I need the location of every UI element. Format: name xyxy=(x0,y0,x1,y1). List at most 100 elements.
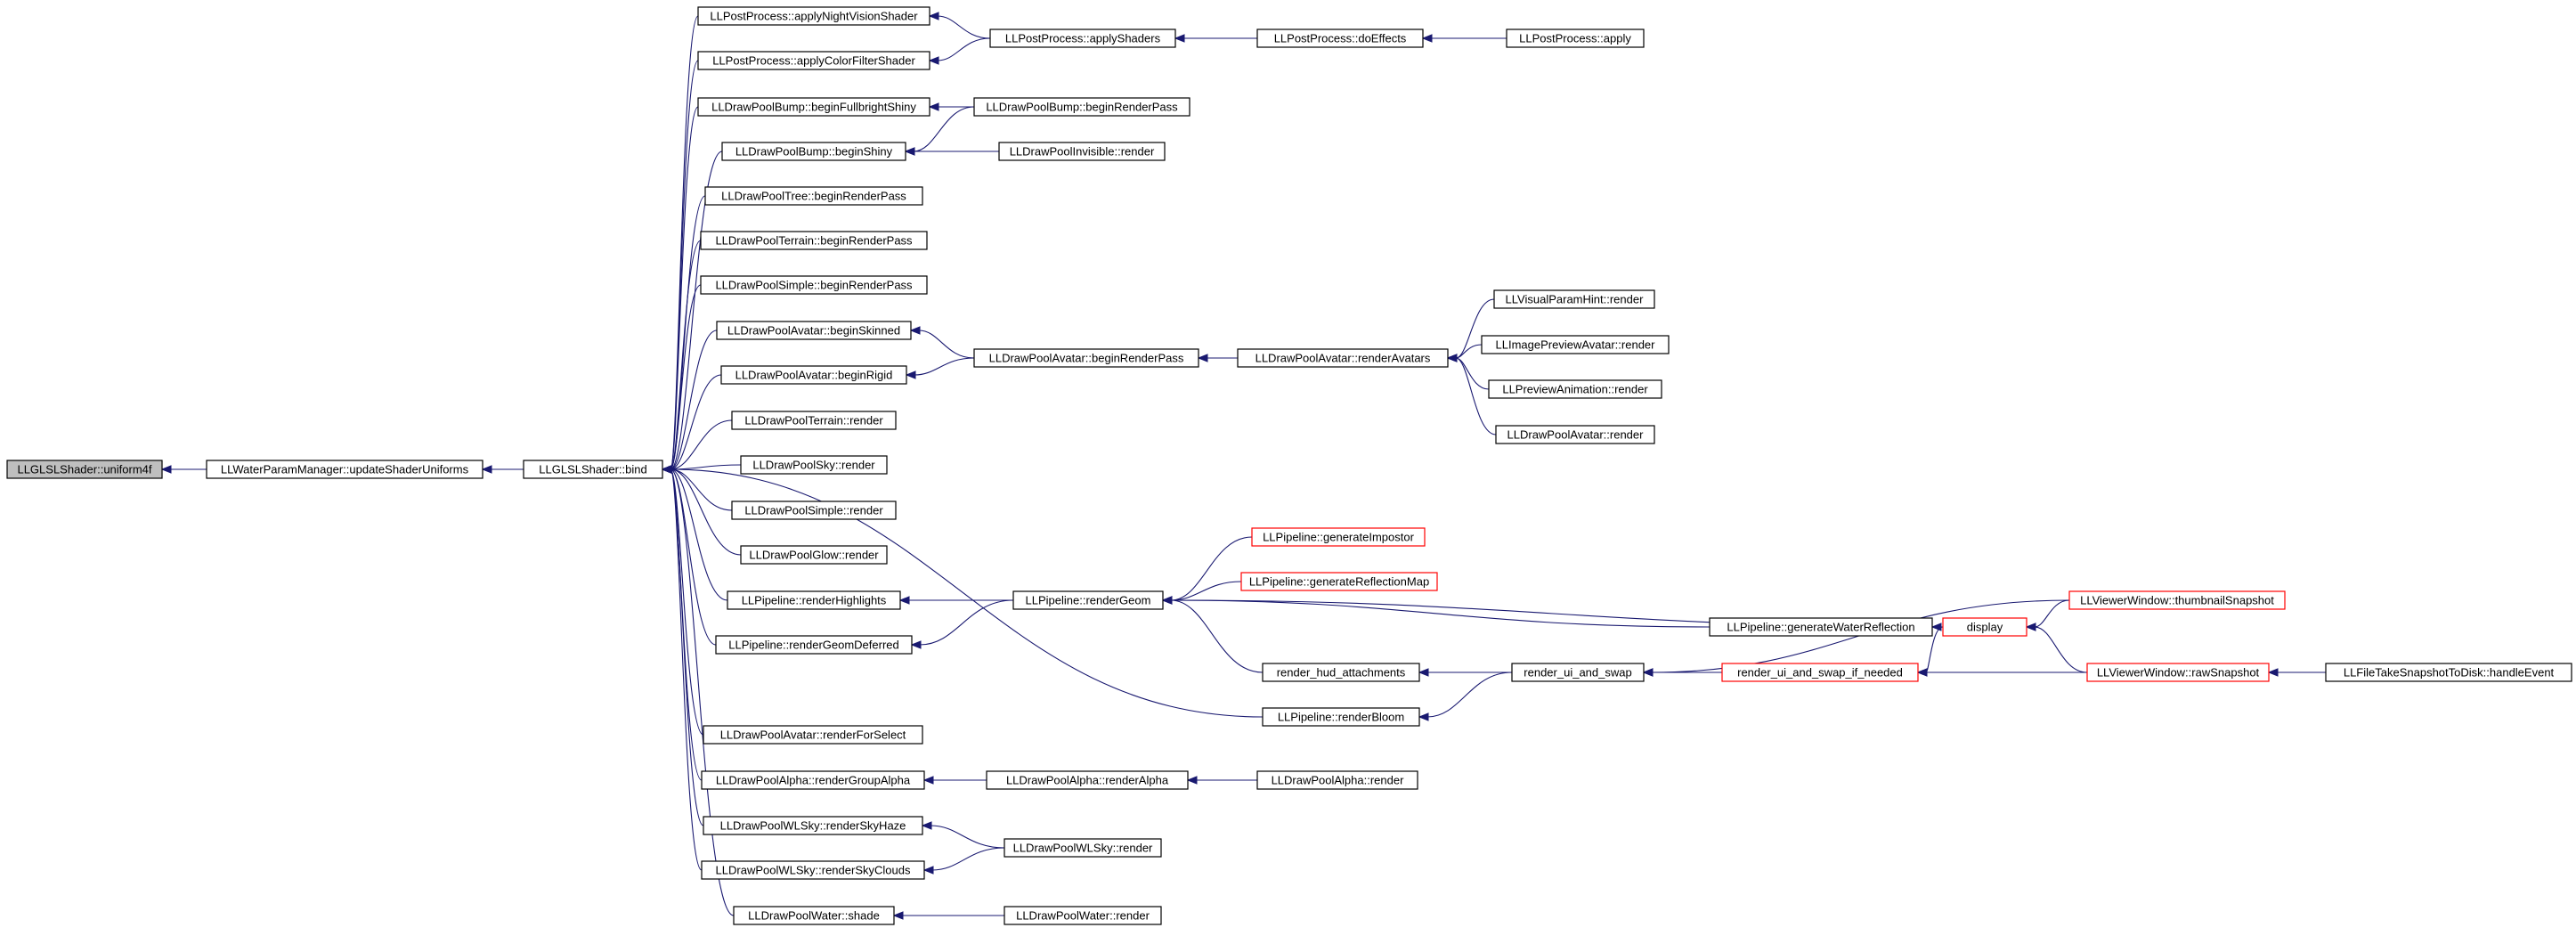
graph-node[interactable]: LLGLSLShader::bind xyxy=(523,460,663,479)
node-box[interactable] xyxy=(989,28,1176,48)
graph-node[interactable]: LLPipeline::generateImpostor xyxy=(1251,527,1426,547)
node-box[interactable] xyxy=(6,460,163,479)
graph-node[interactable]: LLWaterParamManager::updateShaderUniform… xyxy=(206,460,484,479)
node-box[interactable] xyxy=(740,545,888,565)
graph-node[interactable]: LLDrawPoolAvatar::renderForSelect xyxy=(703,725,923,745)
node-box[interactable] xyxy=(1506,28,1645,48)
node-box[interactable] xyxy=(720,365,907,385)
graph-node[interactable]: LLViewerWindow::thumbnailSnapshot xyxy=(2068,590,2286,610)
node-box[interactable] xyxy=(1942,617,2027,637)
node-box[interactable] xyxy=(973,97,1190,117)
node-box[interactable] xyxy=(973,348,1199,368)
graph-node[interactable]: LLDrawPoolSky::render xyxy=(740,455,888,475)
node-box[interactable] xyxy=(1481,335,1670,354)
graph-node[interactable]: LLGLSLShader::uniform4f xyxy=(6,460,163,479)
node-box[interactable] xyxy=(1493,289,1655,309)
graph-node[interactable]: LLPipeline::renderGeom xyxy=(1012,590,1164,610)
node-box[interactable] xyxy=(703,816,923,835)
graph-node[interactable]: LLDrawPoolAvatar::render xyxy=(1495,425,1655,444)
node-box[interactable] xyxy=(986,770,1189,790)
graph-node[interactable]: LLDrawPoolInvisible::render xyxy=(998,142,1166,161)
graph-node[interactable]: LLDrawPoolAvatar::beginSkinned xyxy=(716,321,912,340)
node-box[interactable] xyxy=(1256,770,1418,790)
graph-node[interactable]: LLDrawPoolAvatar::renderAvatars xyxy=(1237,348,1449,368)
graph-node[interactable]: LLDrawPoolAvatar::beginRenderPass xyxy=(973,348,1199,368)
node-box[interactable] xyxy=(700,275,928,295)
graph-node[interactable]: LLDrawPoolBump::beginRenderPass xyxy=(973,97,1190,117)
graph-node[interactable]: LLDrawPoolBump::beginShiny xyxy=(721,142,906,161)
node-box[interactable] xyxy=(697,97,930,117)
graph-node[interactable]: LLDrawPoolSimple::render xyxy=(731,501,897,520)
graph-node[interactable]: LLDrawPoolBump::beginFullbrightShiny xyxy=(697,97,930,117)
graph-node[interactable]: LLFileTakeSnapshotToDisk::handleEvent xyxy=(2325,663,2572,682)
graph-node[interactable]: LLPostProcess::apply xyxy=(1506,28,1645,48)
graph-node[interactable]: LLDrawPoolAlpha::renderAlpha xyxy=(986,770,1189,790)
graph-node[interactable]: render_ui_and_swap xyxy=(1511,663,1645,682)
node-box[interactable] xyxy=(731,501,897,520)
graph-node[interactable]: LLDrawPoolTree::beginRenderPass xyxy=(704,186,923,206)
node-box[interactable] xyxy=(2086,663,2270,682)
graph-node[interactable]: LLPipeline::renderHighlights xyxy=(727,590,901,610)
graph-node[interactable]: LLDrawPoolWater::render xyxy=(1004,906,1162,925)
graph-node[interactable]: render_ui_and_swap_if_needed xyxy=(1721,663,1919,682)
node-box[interactable] xyxy=(700,231,928,250)
graph-node[interactable]: LLPreviewAnimation::render xyxy=(1488,379,1662,399)
graph-node[interactable]: LLPipeline::generateWaterReflection xyxy=(1709,617,1933,637)
node-box[interactable] xyxy=(2068,590,2286,610)
node-box[interactable] xyxy=(701,770,925,790)
node-box[interactable] xyxy=(1488,379,1662,399)
graph-node[interactable]: LLPostProcess::applyShaders xyxy=(989,28,1176,48)
node-box[interactable] xyxy=(727,590,901,610)
node-box[interactable] xyxy=(1004,838,1162,858)
node-box[interactable] xyxy=(697,6,930,26)
graph-node[interactable]: LLPostProcess::applyColorFilterShader xyxy=(697,51,930,70)
graph-node[interactable]: LLPipeline::generateReflectionMap xyxy=(1240,572,1438,591)
graph-node[interactable]: render_hud_attachments xyxy=(1262,663,1420,682)
node-box[interactable] xyxy=(1709,617,1933,637)
graph-node[interactable]: LLPostProcess::applyNightVisionShader xyxy=(697,6,930,26)
graph-node[interactable]: LLDrawPoolAvatar::beginRigid xyxy=(720,365,907,385)
graph-node[interactable]: LLPipeline::renderGeomDeferred xyxy=(715,635,913,655)
node-box[interactable] xyxy=(716,321,912,340)
node-box[interactable] xyxy=(1240,572,1438,591)
graph-node[interactable]: LLDrawPoolAlpha::render xyxy=(1256,770,1418,790)
node-box[interactable] xyxy=(523,460,663,479)
node-box[interactable] xyxy=(701,860,925,880)
graph-node[interactable]: LLDrawPoolGlow::render xyxy=(740,545,888,565)
graph-node[interactable]: LLDrawPoolAlpha::renderGroupAlpha xyxy=(701,770,925,790)
graph-node[interactable]: LLViewerWindow::rawSnapshot xyxy=(2086,663,2270,682)
graph-node[interactable]: LLPostProcess::doEffects xyxy=(1256,28,1424,48)
graph-node[interactable]: LLVisualParamHint::render xyxy=(1493,289,1655,309)
node-box[interactable] xyxy=(206,460,484,479)
node-box[interactable] xyxy=(1004,906,1162,925)
node-box[interactable] xyxy=(1721,663,1919,682)
node-box[interactable] xyxy=(715,635,913,655)
node-box[interactable] xyxy=(1012,590,1164,610)
node-box[interactable] xyxy=(1511,663,1645,682)
node-box[interactable] xyxy=(1237,348,1449,368)
graph-node[interactable]: LLDrawPoolWLSky::renderSkyHaze xyxy=(703,816,923,835)
graph-node[interactable]: LLDrawPoolTerrain::render xyxy=(731,411,897,430)
node-box[interactable] xyxy=(704,186,923,206)
graph-node[interactable]: LLDrawPoolWater::shade xyxy=(733,906,895,925)
graph-node[interactable]: LLPipeline::renderBloom xyxy=(1262,707,1420,727)
node-box[interactable] xyxy=(703,725,923,745)
node-box[interactable] xyxy=(1495,425,1655,444)
node-box[interactable] xyxy=(1262,663,1420,682)
node-box[interactable] xyxy=(740,455,888,475)
graph-node[interactable]: display xyxy=(1942,617,2027,637)
graph-node[interactable]: LLDrawPoolTerrain::beginRenderPass xyxy=(700,231,928,250)
node-box[interactable] xyxy=(731,411,897,430)
graph-node[interactable]: LLImagePreviewAvatar::render xyxy=(1481,335,1670,354)
graph-node[interactable]: LLDrawPoolWLSky::render xyxy=(1004,838,1162,858)
node-box[interactable] xyxy=(697,51,930,70)
node-box[interactable] xyxy=(1251,527,1426,547)
graph-node[interactable]: LLDrawPoolSimple::beginRenderPass xyxy=(700,275,928,295)
graph-node[interactable]: LLDrawPoolWLSky::renderSkyClouds xyxy=(701,860,925,880)
node-box[interactable] xyxy=(1262,707,1420,727)
node-box[interactable] xyxy=(721,142,906,161)
node-box[interactable] xyxy=(733,906,895,925)
node-box[interactable] xyxy=(2325,663,2572,682)
node-box[interactable] xyxy=(998,142,1166,161)
node-box[interactable] xyxy=(1256,28,1424,48)
